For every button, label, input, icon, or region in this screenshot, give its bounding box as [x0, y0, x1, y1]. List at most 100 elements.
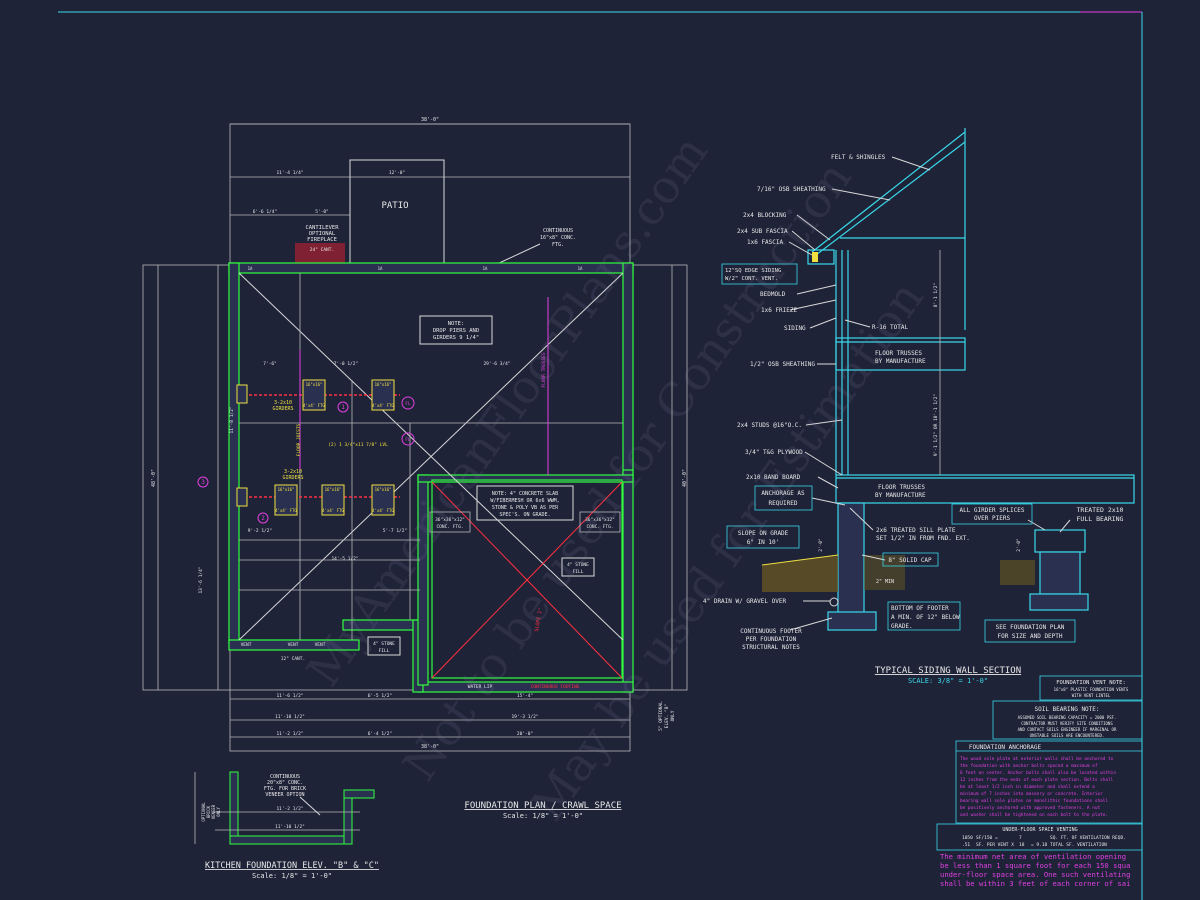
- label-bottom-2: A MIN. OF 12" BELOW: [891, 614, 960, 621]
- fascia-yellow: [812, 252, 818, 262]
- foundation-wall-garage-top: [417, 474, 634, 483]
- continuous1-line-2: 16"x8" CONC.: [540, 235, 576, 241]
- leader-fascia: [788, 241, 813, 256]
- grade-line: [761, 554, 839, 566]
- stone-box-1: [561, 557, 595, 577]
- dim-d17: 11'-10 1/2": [275, 714, 305, 720]
- stone-box-2: [367, 636, 401, 656]
- pier-2-label: 16"x16": [375, 382, 392, 387]
- pier-wall-left-2: [236, 487, 248, 507]
- label-osb12: 1/2" OSB SHEATHING: [750, 361, 815, 368]
- vent-1: VENT: [241, 642, 252, 648]
- marker-3: 3: [201, 479, 205, 486]
- foundation-plan: PATIO CANTILEVER OPTIONAL FIREPLACE 24" …: [142, 117, 688, 820]
- pier-detail-cap: [1034, 529, 1086, 553]
- fireplace-cantilever: [295, 243, 345, 265]
- girders2-line-2: GIRDERS: [282, 475, 303, 481]
- kitchen-foundation: CONTINUOUS 20"x8" CONC. FTG. FOR BRICK V…: [194, 771, 379, 880]
- continuous1-leader: [494, 243, 541, 266]
- vent-label-1: 1A: [248, 266, 253, 271]
- venting-r2-e: TOTAL SF. VENTILATION: [1050, 842, 1107, 848]
- ftg1-line-1: 36"x36"x12": [435, 517, 465, 523]
- venting-r1-a: 1050: [962, 835, 973, 841]
- kitchen-side-4: ONLY: [216, 807, 221, 817]
- pier-detail-soil: [1000, 560, 1035, 585]
- leader-bearing: [1059, 519, 1071, 533]
- anchor-note-body-4: 12 inches from the ends of each plate se…: [960, 777, 1114, 783]
- see-plan-box: [984, 619, 1076, 643]
- dim-d11: 5'-7 1/2": [383, 528, 407, 534]
- marker-2-circle: [257, 512, 269, 524]
- note-slab-line-3: STONE & POLY VB AS PER: [492, 505, 559, 511]
- pier-2: [371, 379, 395, 411]
- label-drain: 4" DRAIN W/ GRAVEL OVER: [703, 598, 786, 605]
- dim-d16: 11'-6 1/2": [276, 693, 303, 699]
- ftg-box-2: [579, 511, 621, 533]
- side-note-2: ELEV. "B": [664, 704, 670, 728]
- kitchen-note-4: VENEER OPTION: [265, 792, 304, 798]
- foundation-wall-left: [228, 262, 240, 644]
- grade-soil: [762, 555, 838, 592]
- anchor-note-body-8: be positively anchored with approved fas…: [960, 805, 1100, 811]
- label-see-plan-2: FOR SIZE AND DEPTH: [997, 633, 1062, 640]
- venting-r1-b: SF/150 =: [976, 835, 998, 841]
- label-cont-footer-2: PER FOUNDATION: [746, 636, 797, 643]
- leader-frieze: [789, 299, 837, 311]
- vent-label-3: 1A: [483, 266, 488, 271]
- anchor-note-body-9: and washer shall be tightened on each bo…: [960, 812, 1108, 818]
- soil-note-body-4: UNSTABLE SOILS ARE ENCOUNTERED.: [1030, 733, 1105, 738]
- dim-d13: 11'-2 1/2": [276, 731, 303, 737]
- leader-bedmold: [796, 284, 837, 295]
- label-studs: 2x4 STUDS @16"O.C.: [737, 422, 802, 429]
- soil-note-body-2: CONTRACTOR MUST VERIFY SITE CONDITIONS: [1021, 721, 1113, 726]
- girders2-line-1: 3-2x10: [284, 469, 302, 475]
- note-slab-box: [476, 485, 574, 521]
- soil-note-body-1: ASSUMED SOIL BEARING CAPACITY = 2000 PSF…: [1018, 715, 1117, 720]
- dim-d5: 7'-6": [263, 361, 277, 367]
- kitchen-wall-top: [229, 771, 239, 845]
- soil-note-box: [992, 700, 1143, 740]
- dim-d-label: 2'-0": [1016, 538, 1022, 552]
- label-sill-2: SET 1/2" IN FROM FND. EXT.: [876, 535, 970, 542]
- marker-3-circle: [197, 476, 209, 488]
- leader-anchorage: [811, 497, 846, 506]
- fl-marker-2: [401, 432, 415, 446]
- label-blocking: 2x4 BLOCKING: [743, 212, 787, 219]
- venting-r2-d: = 9.18: [1031, 842, 1048, 848]
- kitchen-note-2: 20"x8" CONC.: [267, 780, 303, 786]
- label-felt: FELT & SHINGLES: [831, 154, 886, 161]
- ftg2-line-1: 36"x36"x12": [585, 517, 615, 523]
- section-scale: SCALE: 3/8" = 1'-0": [908, 677, 988, 685]
- leader-cont-footer: [789, 617, 833, 631]
- fl-label-1: FL: [405, 401, 411, 407]
- pier-group: [236, 379, 395, 516]
- ftg-label-4: 4'x4' FTG: [322, 508, 344, 513]
- note-slab-line-4: SPEC'S. ON GRADE.: [499, 512, 550, 518]
- label-trusses2-2: BY MANUFACTURE: [875, 492, 926, 499]
- kitchen-note-1: CONTINUOUS: [270, 774, 300, 780]
- pier-4: [321, 484, 345, 516]
- plan-title: FOUNDATION PLAN / CRAWL SPACE: [464, 801, 621, 811]
- label-anchorage-2: REQUIRED: [769, 500, 798, 507]
- cantilever-line-3: FIREPLACE: [307, 237, 337, 243]
- soil-note-body-3: AND CONTACT SOILS ENGINEER IF MARGINAL O…: [1018, 727, 1117, 732]
- pier-4-label: 16"x16": [325, 487, 342, 492]
- notes-block: FOUNDATION VENT NOTE: 16"x8" PLASTIC FOU…: [936, 675, 1143, 888]
- dim-d18: 15'-4": [517, 693, 533, 699]
- leader-felt: [891, 156, 931, 171]
- label-bedmold: BEDMOLD: [760, 291, 786, 298]
- garage-diagonal-2: [431, 481, 623, 679]
- pier-detail-footing: [1029, 593, 1089, 611]
- leader-plywood: [804, 451, 843, 476]
- anchor-note-body-5: be at least 1/2 inch in diameter and sha…: [960, 784, 1095, 790]
- leader-cap: [861, 554, 886, 561]
- stem-wall-slab-edge: [431, 479, 623, 679]
- dim-d8: 11'-8 1/2": [229, 406, 235, 433]
- venting-body-1: The minimum net area of ventilation open…: [940, 852, 1126, 861]
- cantilever-line-1: CANTILEVER: [305, 225, 339, 231]
- foundation-wall-bottom-left: [228, 639, 360, 651]
- dim-d15: 20'-0": [517, 731, 533, 737]
- vent-label-4: 1A: [578, 266, 583, 271]
- kitchen-wall-base: [229, 835, 353, 845]
- note-slab-line-1: NOTE: 4" CONCRETE SLAB: [492, 491, 558, 497]
